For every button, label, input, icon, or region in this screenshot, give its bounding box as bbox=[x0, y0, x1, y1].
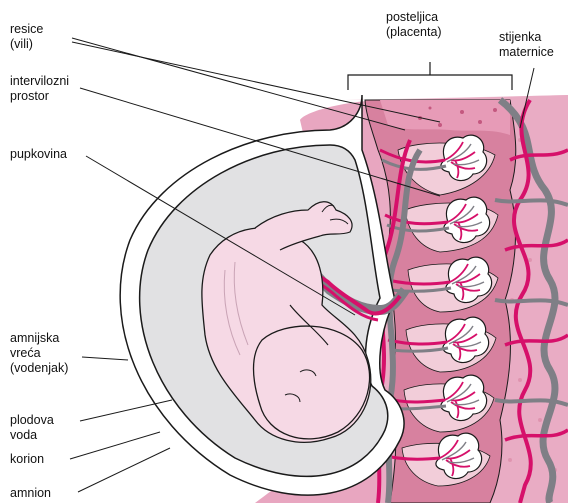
label-posteljica: posteljica (placenta) bbox=[386, 10, 442, 40]
placenta-bracket bbox=[348, 62, 512, 90]
label-stijenka-maternice: stijenka maternice bbox=[499, 30, 554, 60]
label-plodova-voda: plodova voda bbox=[10, 413, 54, 443]
label-korion: korion bbox=[10, 452, 44, 467]
label-intervilozni-prostor: intervilozni prostor bbox=[10, 74, 69, 104]
label-pupkovina: pupkovina bbox=[10, 147, 67, 162]
label-resice: resice (vili) bbox=[10, 22, 43, 52]
label-amnion: amnion bbox=[10, 486, 51, 501]
label-amnijska-vreca: amnijska vreća (vodenjak) bbox=[10, 331, 68, 376]
